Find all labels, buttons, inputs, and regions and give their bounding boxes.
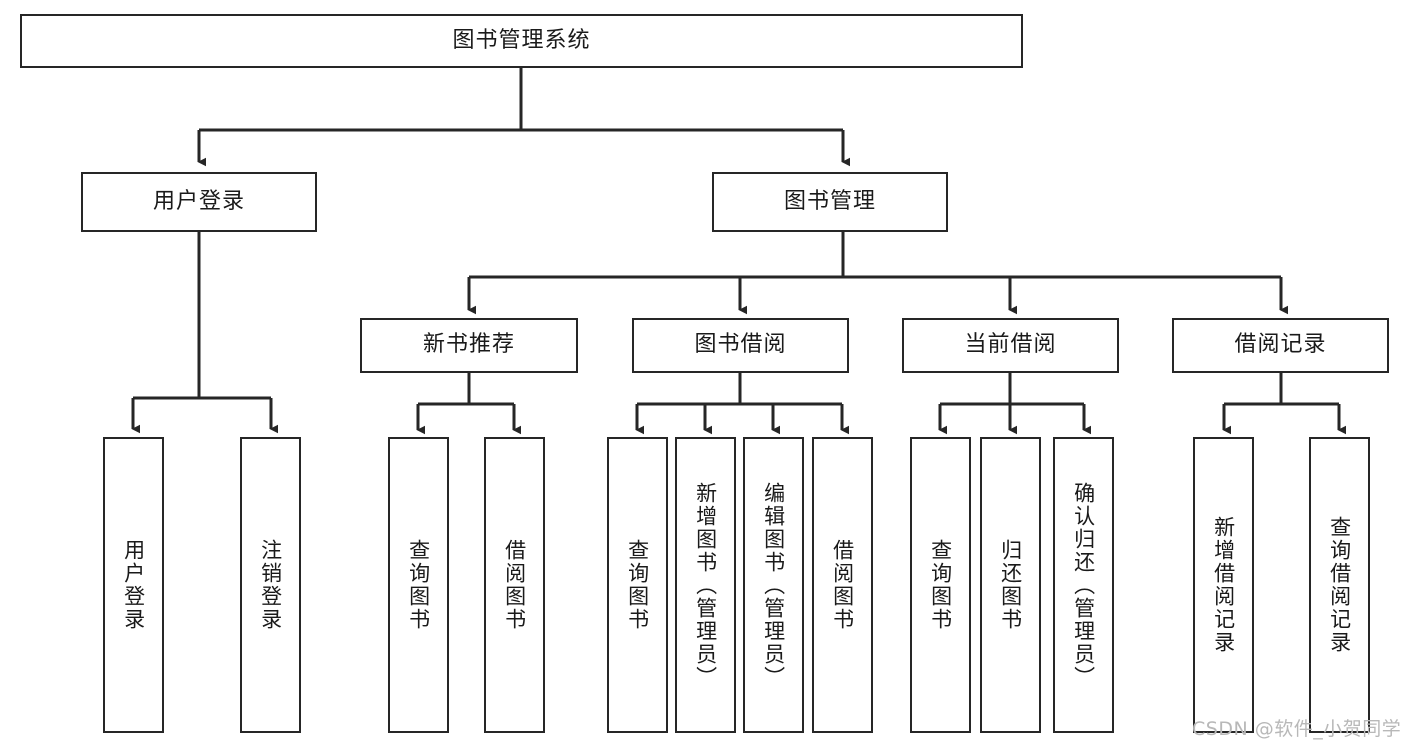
node-label: 新增借阅记录 bbox=[1211, 516, 1236, 654]
node-new-book-recommend[interactable]: 新书推荐 bbox=[360, 318, 578, 373]
leaf-current-borrow-query-book[interactable]: 查询图书 bbox=[910, 437, 971, 733]
leaf-user-login-logout[interactable]: 注销登录 bbox=[240, 437, 301, 733]
leaf-new-book-borrow-book[interactable]: 借阅图书 bbox=[484, 437, 545, 733]
leaf-borrow-record-add-record[interactable]: 新增借阅记录 bbox=[1193, 437, 1254, 733]
leaf-book-borrow-add-book-admin[interactable]: 新增图书（管理员） bbox=[675, 437, 736, 733]
leaf-book-borrow-edit-book-admin[interactable]: 编辑图书（管理员） bbox=[743, 437, 804, 733]
node-user-login[interactable]: 用户登录 bbox=[81, 172, 317, 232]
node-label: 借阅记录 bbox=[1234, 332, 1327, 358]
leaf-user-login-login[interactable]: 用户登录 bbox=[103, 437, 164, 733]
node-label: 查询借阅记录 bbox=[1327, 516, 1352, 654]
node-label: 图书管理系统 bbox=[452, 27, 591, 53]
node-label: 图书管理 bbox=[783, 188, 876, 214]
node-label: 当前借阅 bbox=[964, 332, 1057, 358]
node-label: 用户登录 bbox=[121, 539, 146, 631]
node-label: 注销登录 bbox=[258, 539, 283, 631]
node-book-management[interactable]: 图书管理 bbox=[712, 172, 948, 232]
node-book-borrow[interactable]: 图书借阅 bbox=[632, 318, 849, 373]
node-label: 确认归还（管理员） bbox=[1071, 481, 1096, 689]
node-label: 查询图书 bbox=[406, 539, 431, 631]
leaf-book-borrow-query-book[interactable]: 查询图书 bbox=[607, 437, 668, 733]
leaf-current-borrow-return-book[interactable]: 归还图书 bbox=[980, 437, 1041, 733]
node-label: 查询图书 bbox=[625, 539, 650, 631]
node-label: 图书借阅 bbox=[694, 332, 787, 358]
node-label: 新书推荐 bbox=[422, 332, 515, 358]
node-current-borrow[interactable]: 当前借阅 bbox=[902, 318, 1119, 373]
node-label: 归还图书 bbox=[998, 539, 1023, 631]
node-label: 借阅图书 bbox=[502, 539, 527, 631]
leaf-new-book-query-book[interactable]: 查询图书 bbox=[388, 437, 449, 733]
node-label: 查询图书 bbox=[928, 539, 953, 631]
leaf-current-borrow-confirm-return-admin[interactable]: 确认归还（管理员） bbox=[1053, 437, 1114, 733]
connectors-root bbox=[131, 68, 1346, 435]
node-label: 用户登录 bbox=[152, 188, 245, 214]
node-borrow-record[interactable]: 借阅记录 bbox=[1172, 318, 1389, 373]
node-label: 编辑图书（管理员） bbox=[761, 481, 786, 689]
leaf-book-borrow-borrow-book[interactable]: 借阅图书 bbox=[812, 437, 873, 733]
node-root-library-management-system[interactable]: 图书管理系统 bbox=[20, 14, 1023, 68]
leaf-borrow-record-query-record[interactable]: 查询借阅记录 bbox=[1309, 437, 1370, 733]
node-label: 借阅图书 bbox=[830, 539, 855, 631]
node-label: 新增图书（管理员） bbox=[693, 481, 718, 689]
